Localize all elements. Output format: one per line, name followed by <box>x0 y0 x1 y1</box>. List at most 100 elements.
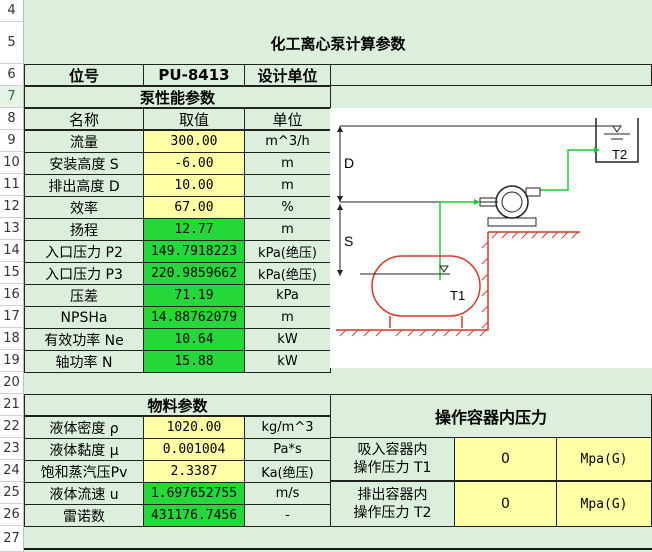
pump-row-unit[interactable]: % <box>244 196 331 219</box>
row-header-12[interactable]: 12 <box>0 196 24 218</box>
pump-row-name[interactable]: 入口压力 P2 <box>24 240 144 263</box>
material-row-value[interactable]: 0.001004 <box>143 438 245 461</box>
tag-value[interactable]: PU-8413 <box>143 64 245 86</box>
pump-row-name[interactable]: 扬程 <box>24 218 144 241</box>
material-row-value[interactable]: 2.3387 <box>143 460 245 483</box>
row-header-25[interactable]: 25 <box>0 482 24 504</box>
row-header-26[interactable]: 26 <box>0 504 24 526</box>
vessel-section-title[interactable]: 操作容器内压力 <box>330 394 652 438</box>
row-header-17[interactable]: 17 <box>0 306 24 328</box>
row-header-10[interactable]: 10 <box>0 152 24 174</box>
row-header-19[interactable]: 19 <box>0 350 24 372</box>
material-row-name[interactable]: 液体流速 u <box>24 482 144 505</box>
pump-row-unit[interactable]: m <box>244 306 331 329</box>
row-header-7[interactable]: 7 <box>0 86 24 108</box>
pump-row-unit[interactable]: m <box>244 218 331 241</box>
pump-row-value[interactable]: -6.00 <box>143 152 245 175</box>
suction-pressure-label[interactable]: 吸入容器内 操作压力 T1 <box>330 437 455 481</box>
suction-pressure-value[interactable]: 0 <box>454 437 557 481</box>
row-header-11[interactable]: 11 <box>0 174 24 196</box>
t1-tank <box>371 255 481 317</box>
row-header-23[interactable]: 23 <box>0 438 24 460</box>
material-row-name[interactable]: 雷诺数 <box>24 504 144 527</box>
pump-row-name[interactable]: 入口压力 P3 <box>24 262 144 285</box>
material-row-unit[interactable]: Pa*s <box>244 438 331 461</box>
col-unit-header[interactable]: 单位 <box>244 108 331 130</box>
discharge-pressure-label[interactable]: 排出容器内 操作压力 T2 <box>330 481 455 527</box>
pump-row-unit[interactable]: m <box>244 174 331 197</box>
row-header-14[interactable]: 14 <box>0 240 24 262</box>
pump-row-unit[interactable]: kPa <box>244 284 331 307</box>
pump-row-value[interactable]: 10.64 <box>143 328 245 351</box>
material-row-name[interactable]: 液体密度 ρ <box>24 416 144 439</box>
discharge-pipe <box>540 149 598 191</box>
row-header-6[interactable]: 6 <box>0 64 24 86</box>
pump-row-value[interactable]: 71.19 <box>143 284 245 307</box>
material-row-value[interactable]: 1020.00 <box>143 416 245 439</box>
col-value-header[interactable]: 取值 <box>143 108 245 130</box>
discharge-label-line-2: 操作压力 T2 <box>353 505 432 521</box>
row-header-8[interactable]: 8 <box>0 108 24 130</box>
pump-row-value[interactable]: 149.7918223 <box>143 240 245 263</box>
pump-row-name[interactable]: 排出高度 D <box>24 174 144 197</box>
row-header-21[interactable]: 21 <box>0 394 24 416</box>
pump-row-name[interactable]: 轴功率 N <box>24 350 144 373</box>
diagram-svg: T2 D S <box>336 118 639 337</box>
col-name-header[interactable]: 名称 <box>24 108 144 130</box>
pump-row-unit[interactable]: m^3/h <box>244 130 331 153</box>
pump-row-value[interactable]: 220.9859662 <box>143 262 245 285</box>
pump-row-unit[interactable]: kPa(绝压) <box>244 262 331 285</box>
material-row-unit[interactable]: Ka(绝压) <box>244 460 331 483</box>
material-row-name[interactable]: 液体黏度 μ <box>24 438 144 461</box>
row-header-24[interactable]: 24 <box>0 460 24 482</box>
s-arrow-up-icon <box>337 204 343 210</box>
suction-pressure-unit[interactable]: Mpa(G) <box>556 437 652 481</box>
discharge-pressure-unit[interactable]: Mpa(G) <box>556 481 652 527</box>
pump-impeller-icon <box>501 191 523 213</box>
pump-row-name[interactable]: 压差 <box>24 284 144 307</box>
material-row-value[interactable]: 1.697652755 <box>143 482 245 505</box>
row-header-5[interactable]: 5 <box>0 22 24 64</box>
material-section-title[interactable]: 物料参数 <box>24 394 331 416</box>
pump-section-title[interactable]: 泵性能参数 <box>24 86 331 108</box>
design-unit-label[interactable]: 设计单位 <box>244 64 331 86</box>
row-header-16[interactable]: 16 <box>0 284 24 306</box>
pump-row-value[interactable]: 12.77 <box>143 218 245 241</box>
material-row-unit[interactable]: - <box>244 504 331 527</box>
design-unit-value[interactable] <box>330 64 652 86</box>
pump-row-unit[interactable]: kW <box>244 350 331 373</box>
pump-row-value[interactable]: 300.00 <box>143 130 245 153</box>
row-header-9[interactable]: 9 <box>0 130 24 152</box>
pump-row-value[interactable]: 15.88 <box>143 350 245 373</box>
discharge-pressure-value[interactable]: 0 <box>454 481 557 527</box>
row-header-13[interactable]: 13 <box>0 218 24 240</box>
material-row-unit[interactable]: kg/m^3 <box>244 416 331 439</box>
material-row-value[interactable]: 431176.7456 <box>143 504 245 527</box>
tag-label[interactable]: 位号 <box>24 64 144 86</box>
pump-row-name[interactable]: 效率 <box>24 196 144 219</box>
suction-pipe <box>439 201 480 280</box>
pump-body-icon <box>495 185 529 219</box>
discharge-label-line-1: 排出容器内 <box>357 487 428 503</box>
pump-base <box>487 217 537 227</box>
pump-row-unit[interactable]: kPa(绝压) <box>244 240 331 263</box>
pump-row-value[interactable]: 67.00 <box>143 196 245 219</box>
pump-row-unit[interactable]: m <box>244 152 331 175</box>
pump-row-unit[interactable]: kW <box>244 328 331 351</box>
row-header-18[interactable]: 18 <box>0 328 24 350</box>
sheet-title[interactable]: 化工离心泵计算参数 <box>270 34 406 53</box>
t1-level-marker-icon <box>439 265 449 273</box>
material-row-unit[interactable]: m/s <box>244 482 331 505</box>
material-row-name[interactable]: 饱和蒸汽压Pv <box>24 460 144 483</box>
pump-row-name[interactable]: 有效功率 Ne <box>24 328 144 351</box>
pump-row-name[interactable]: 安装高度 S <box>24 152 144 175</box>
row-header-27[interactable]: 27 <box>0 526 24 552</box>
pump-row-name[interactable]: NPSHa <box>24 306 144 329</box>
pump-row-name[interactable]: 流量 <box>24 130 144 153</box>
pump-row-value[interactable]: 10.00 <box>143 174 245 197</box>
row-header-20[interactable]: 20 <box>0 372 24 394</box>
row-header-4[interactable]: 4 <box>0 0 24 22</box>
pump-row-value[interactable]: 14.88762079 <box>143 306 245 329</box>
row-header-22[interactable]: 22 <box>0 416 24 438</box>
row-header-15[interactable]: 15 <box>0 262 24 284</box>
